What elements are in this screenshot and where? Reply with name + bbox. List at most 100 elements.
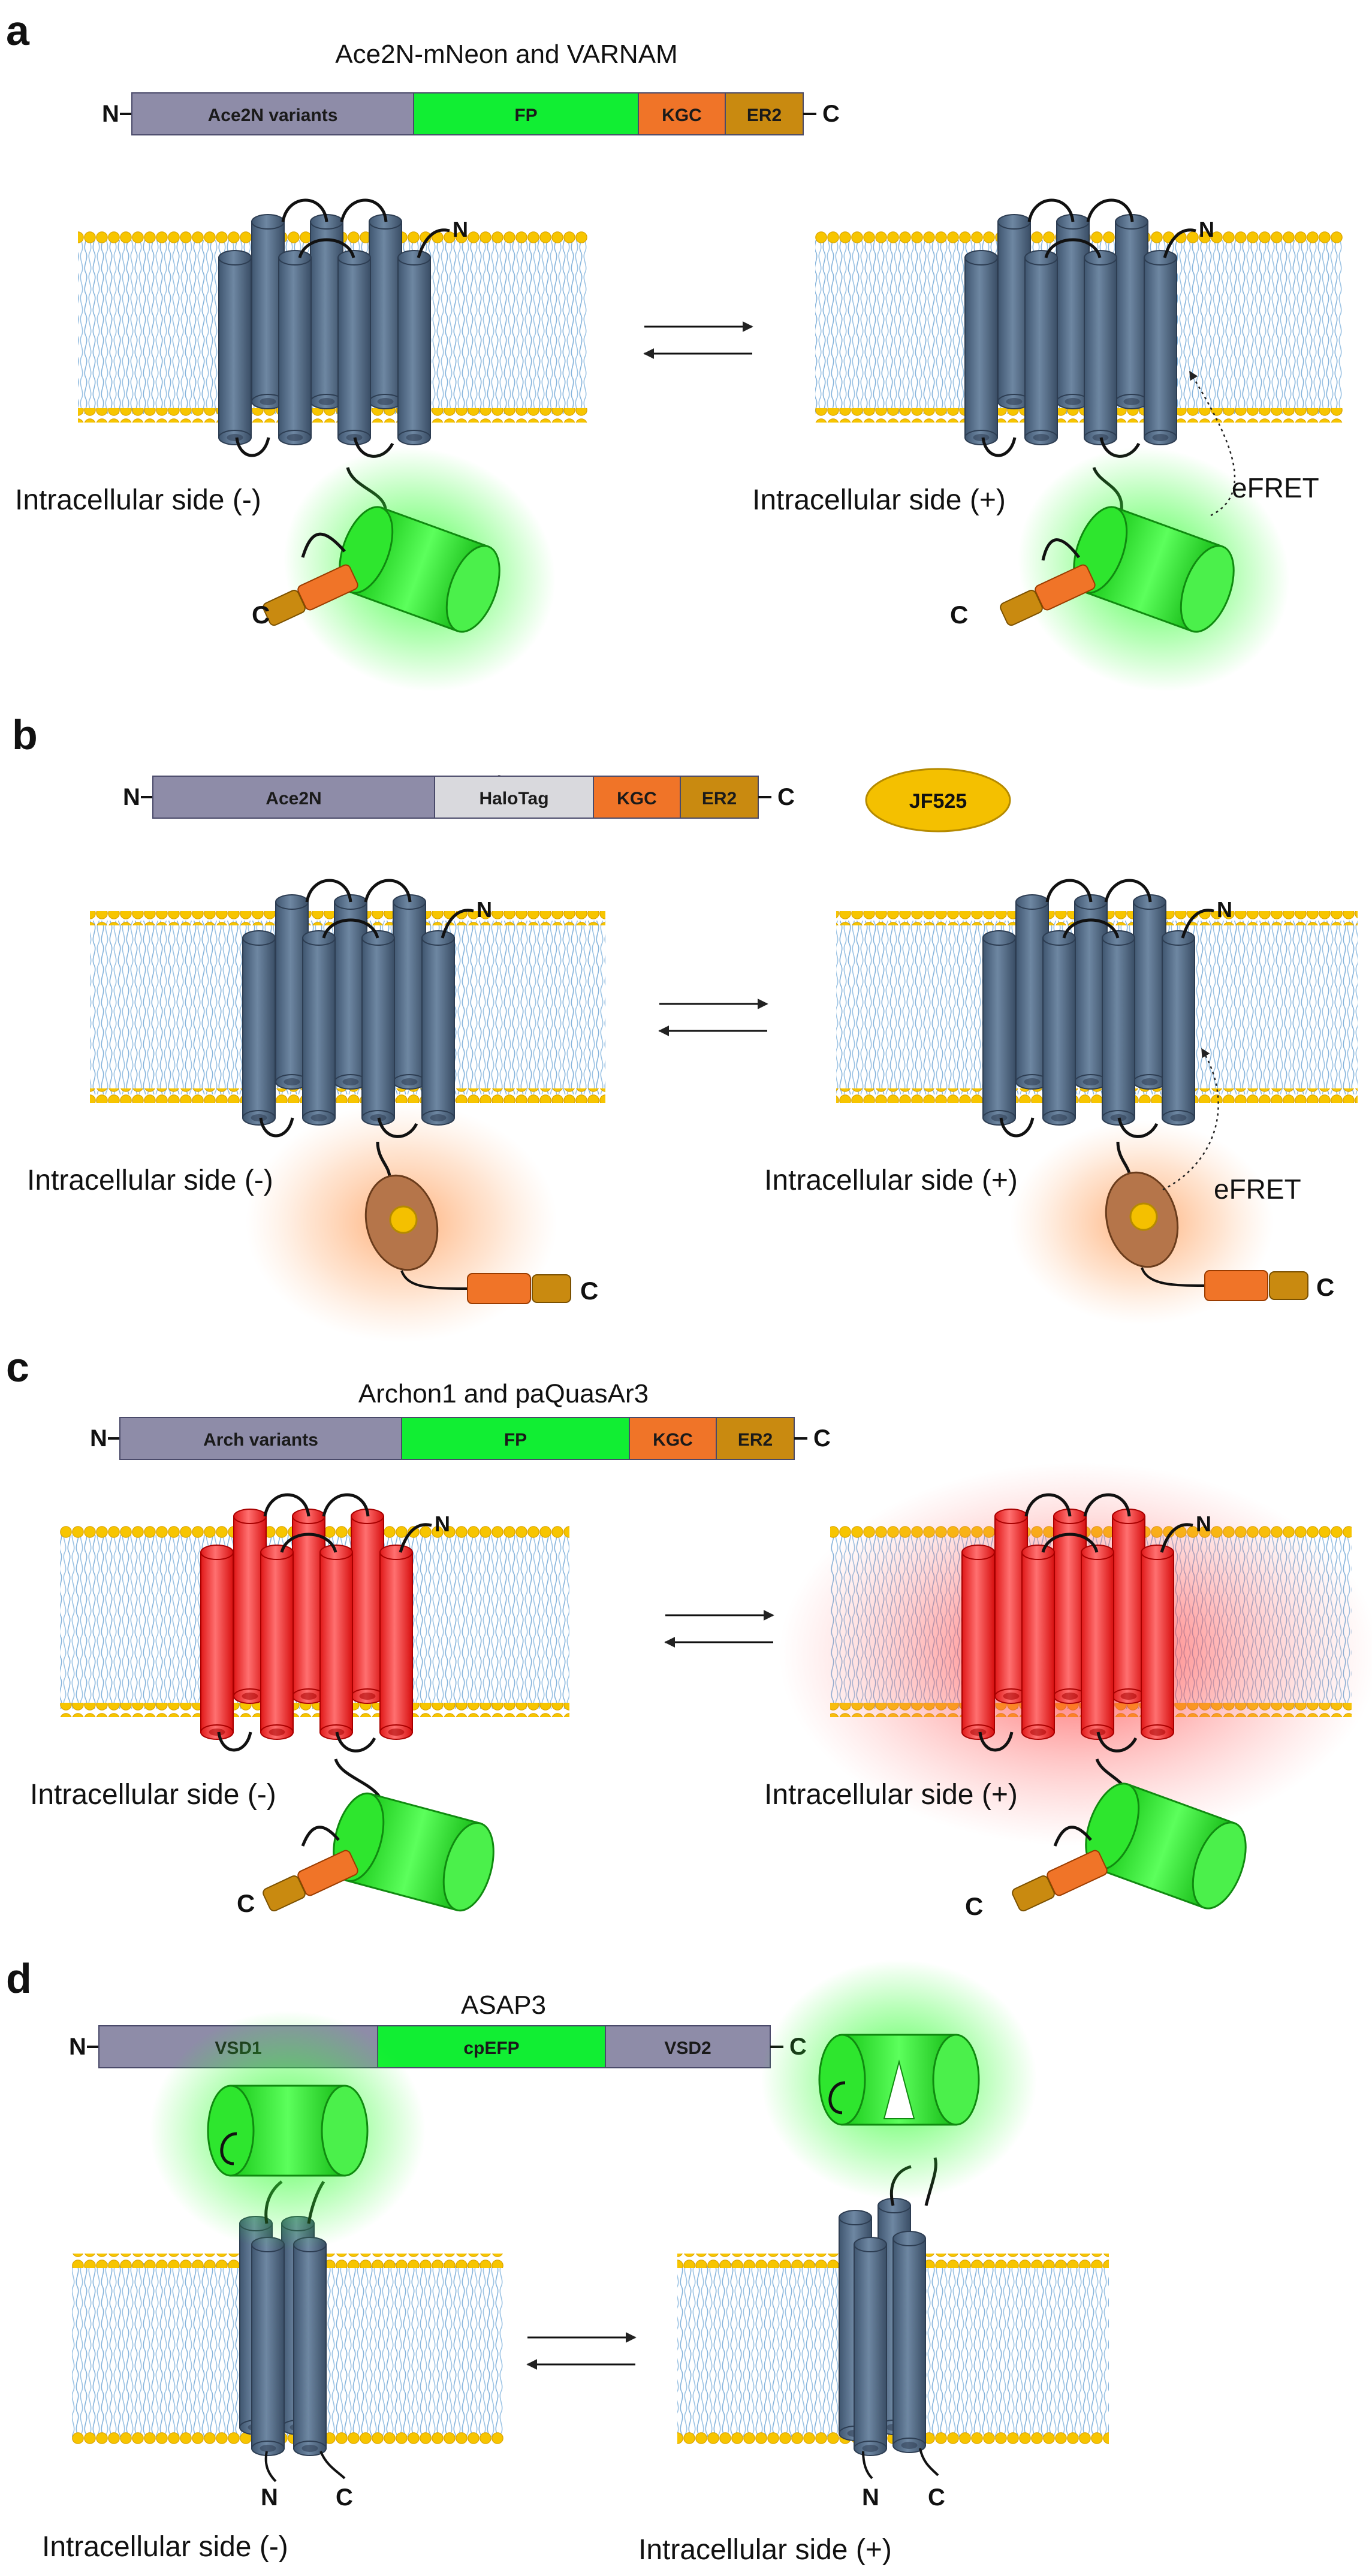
panel-title: Ace2N-mNeon and VARNAM bbox=[335, 40, 677, 69]
helix-back-3 bbox=[1115, 214, 1148, 409]
state-label-negative: Intracellular side (-) bbox=[27, 1165, 273, 1196]
state-label-positive: Intracellular side (+) bbox=[764, 1165, 1018, 1196]
protein-n-terminus: N bbox=[477, 897, 492, 922]
helix-back-3 bbox=[393, 894, 426, 1090]
state-label-positive: Intracellular side (+) bbox=[764, 1779, 1018, 1811]
helix-front-1 bbox=[982, 930, 1016, 1126]
panel-b: bVoltronNAce2NHaloTagKGCER2C+JF525NNCCeF… bbox=[12, 711, 1358, 1343]
helix-front-1 bbox=[200, 1545, 234, 1740]
fp-c-terminus: C bbox=[580, 1277, 598, 1305]
construct-bar: N Ace2N variants FP KGC ER2 C bbox=[102, 92, 840, 135]
helix-front-2 bbox=[278, 250, 312, 445]
efret-label: eFRET bbox=[1214, 1174, 1301, 1205]
state-label-positive: Intracellular side (+) bbox=[752, 484, 1006, 516]
construct-segment-label: ER2 bbox=[738, 1430, 773, 1450]
dye-bound-right bbox=[1129, 1202, 1158, 1231]
helix-front-2 bbox=[302, 930, 336, 1126]
construct-segment-3 bbox=[629, 1417, 717, 1460]
helix-front-1 bbox=[961, 1545, 995, 1740]
helix-front-4 bbox=[379, 1545, 413, 1740]
equilibrium-arrows-icon bbox=[658, 999, 768, 1036]
construct-segment-2 bbox=[401, 1417, 630, 1460]
helix-front-3 bbox=[337, 250, 371, 445]
protein-n-terminus: N bbox=[1199, 217, 1214, 242]
protein-n-terminus: N bbox=[453, 217, 468, 242]
helix-front-4 bbox=[1144, 250, 1177, 445]
state-label-positive: Intracellular side (+) bbox=[638, 2534, 892, 2566]
construct-segment-label: FP bbox=[504, 1430, 527, 1450]
kgc-er2-right bbox=[1012, 1850, 1108, 1912]
construct-c-terminus: C bbox=[822, 101, 840, 127]
equilibrium-arrows-icon bbox=[526, 2332, 637, 2370]
vsd-helix-4 bbox=[293, 2237, 327, 2456]
state-label-negative: Intracellular side (-) bbox=[42, 2531, 288, 2563]
kgc-er2-right bbox=[1000, 564, 1096, 626]
panel-title: Archon1 and paQuasAr3 bbox=[358, 1379, 649, 1408]
construct-segment-label: FP bbox=[514, 105, 537, 125]
protein-n-terminus: N bbox=[1196, 1512, 1211, 1536]
vsd-right bbox=[839, 2198, 926, 2456]
vsd-c-terminus: C bbox=[336, 2484, 353, 2511]
helix-front-1 bbox=[242, 930, 276, 1126]
construct-segment-4 bbox=[716, 1417, 795, 1460]
dye-bound-left bbox=[389, 1205, 418, 1234]
fp-c-terminus: C bbox=[1316, 1273, 1334, 1301]
vsd-helix-3 bbox=[251, 2237, 285, 2456]
construct-c-terminus: C bbox=[813, 1425, 831, 1452]
construct-segment-label: KGC bbox=[662, 105, 702, 125]
helix-front-2 bbox=[1042, 930, 1076, 1126]
construct-segment-4 bbox=[680, 776, 759, 819]
fp-c-terminus: C bbox=[237, 1889, 255, 1917]
construct-segment-label: ER2 bbox=[747, 105, 782, 125]
fluorescent-protein-right bbox=[1018, 447, 1290, 692]
helix-front-2 bbox=[260, 1545, 294, 1740]
equilibrium-arrows-icon bbox=[664, 1610, 774, 1648]
panel-d: dASAP3NVSD1cpEFPVSD2CNCNCIntracellular s… bbox=[6, 1955, 1109, 2566]
construct-segment-3 bbox=[638, 92, 726, 135]
vsd-helix-3 bbox=[854, 2237, 887, 2456]
rhodopsin-bundle: N bbox=[982, 879, 1232, 1138]
construct-segment-label: Arch variants bbox=[203, 1430, 318, 1450]
construct-segment-3 bbox=[605, 2025, 771, 2068]
vsd-n-terminus: N bbox=[261, 2484, 278, 2511]
construct-segment-label: VSD2 bbox=[664, 2038, 711, 2058]
dotted-curved-arrow-icon bbox=[1189, 370, 1236, 517]
rhodopsin-bundle: N bbox=[218, 198, 468, 458]
construct-segment-label: ER2 bbox=[702, 789, 737, 809]
panel-letter: b bbox=[12, 711, 38, 758]
construct-segment-label: KGC bbox=[653, 1430, 693, 1450]
vsd-n-terminus: N bbox=[862, 2484, 879, 2511]
rhodopsin-bundle: N bbox=[200, 1493, 450, 1752]
protein-n-terminus: N bbox=[1217, 897, 1232, 922]
dye-label: JF525 bbox=[909, 790, 967, 813]
state-label-negative: Intracellular side (-) bbox=[15, 484, 261, 516]
kgc-er2-left bbox=[263, 1850, 358, 1912]
helix-front-3 bbox=[1102, 930, 1135, 1126]
panel-letter: a bbox=[6, 7, 30, 54]
fp-c-terminus: C bbox=[950, 601, 968, 629]
fp-c-terminus: C bbox=[965, 1892, 983, 1920]
helix-front-1 bbox=[964, 250, 998, 445]
helix-front-2 bbox=[1021, 1545, 1055, 1740]
panel-title: ASAP3 bbox=[461, 1990, 546, 2020]
vsd-left bbox=[239, 2216, 327, 2456]
helix-back-3 bbox=[1112, 1509, 1145, 1704]
protein-n-terminus: N bbox=[435, 1512, 450, 1536]
construct-n-terminus: N bbox=[102, 101, 119, 127]
helix-front-2 bbox=[1024, 250, 1058, 445]
construct-segment-1 bbox=[119, 1417, 402, 1460]
equilibrium-arrows-icon bbox=[643, 321, 753, 359]
efret-label: eFRET bbox=[1232, 472, 1319, 503]
helix-back-3 bbox=[369, 214, 402, 409]
helix-front-4 bbox=[1162, 930, 1195, 1126]
construct-segment-label: Ace2N variants bbox=[208, 105, 338, 125]
rhodopsin-bundle: N bbox=[242, 879, 492, 1138]
construct-segment-label: Ace2N bbox=[266, 789, 321, 809]
construct-n-terminus: N bbox=[69, 2034, 86, 2060]
construct-segment-2 bbox=[413, 92, 639, 135]
